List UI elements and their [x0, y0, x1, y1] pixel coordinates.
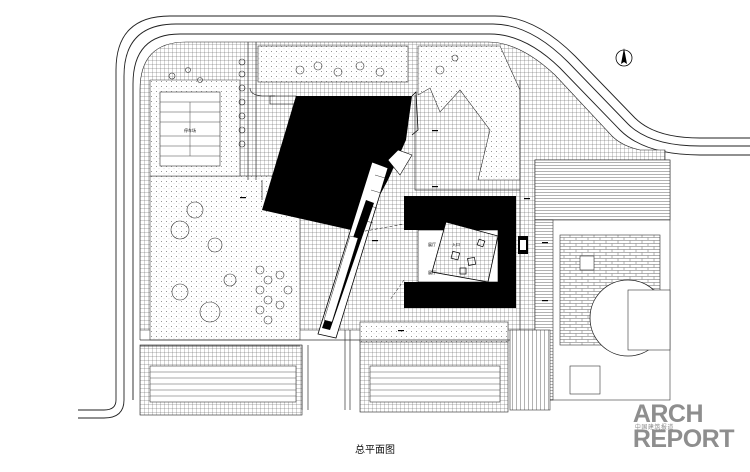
- east-building: 展厅 展厅 入口: [404, 196, 528, 308]
- south-strips: [139, 321, 509, 416]
- room-label-1: 展厅: [428, 241, 436, 247]
- road-lines: [78, 15, 750, 419]
- watermark-line2: REPORT: [632, 425, 735, 453]
- room-label-3: 入口: [452, 242, 460, 247]
- section-marks: [240, 130, 548, 332]
- internal-paths: [140, 42, 521, 410]
- watermark-subtitle: 中国建筑报道: [634, 425, 674, 431]
- site-boundary: [359, 223, 405, 301]
- room-label-2: 展厅: [428, 269, 436, 275]
- north-arrow-icon: [615, 48, 633, 67]
- east-plaza: [509, 159, 671, 411]
- diagonal-ramp: [317, 161, 389, 339]
- watermark-line1: ARCH: [632, 400, 704, 428]
- watermark-logo: ARCH 中国建筑报道 REPORT: [632, 400, 735, 453]
- parking-label: 停车场: [184, 127, 196, 133]
- parking-lot: 停车场: [159, 91, 221, 167]
- drawing-title: 总平面图: [355, 445, 395, 456]
